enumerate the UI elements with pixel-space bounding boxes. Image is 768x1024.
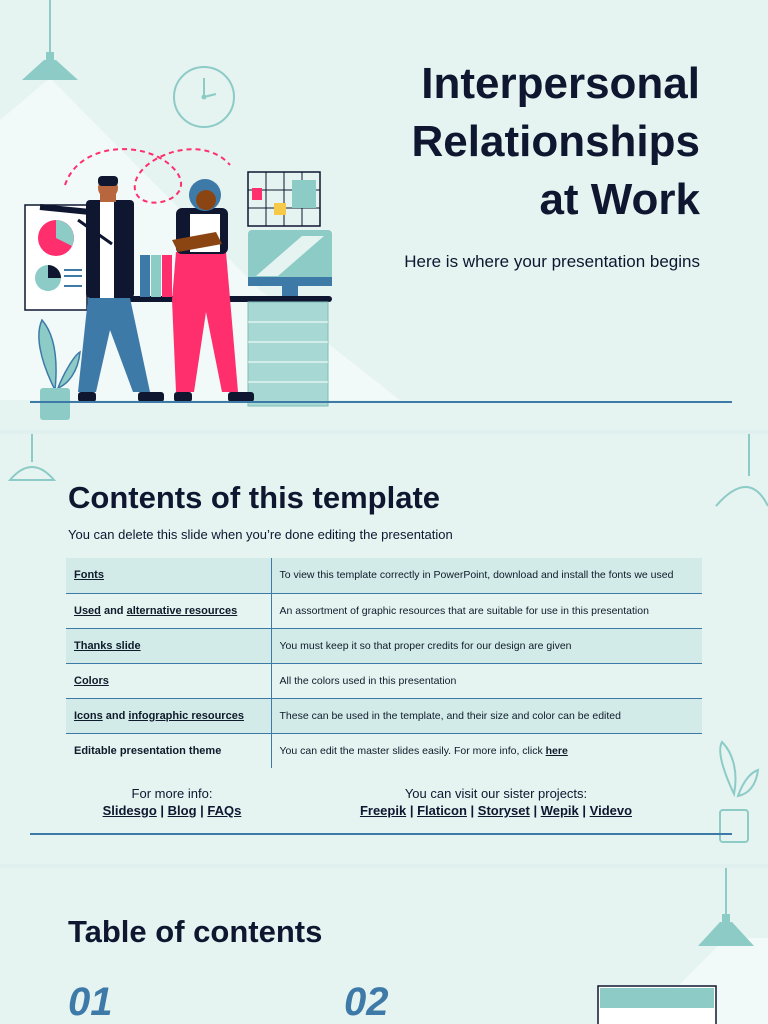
more-info-label: For more info: [131,786,213,801]
table-cell: These can be used in the template, and t… [271,698,702,734]
ceiling-lamp-icon [7,434,57,481]
icons-link[interactable]: Icons [74,709,103,722]
ceiling-lamp-icon [22,0,78,80]
table-row: Fonts To view this template correctly in… [66,558,702,594]
editable-theme-label: Editable presentation theme [74,744,222,757]
table-cell: All the colors used in this presentation [271,663,702,699]
freepik-link[interactable]: Freepik [359,803,407,818]
divider [30,833,732,835]
infographic-resources-link[interactable]: infographic resources [128,709,244,722]
link-separator: | [406,803,418,818]
wall-clock-icon [173,66,235,128]
ceiling-lamp-icon [698,868,754,946]
section-number: 01 [68,980,113,1024]
table-cell: An assortment of graphic resources that … [271,593,702,629]
table-row: Colors All the colors used in this prese… [66,663,702,699]
wepik-link[interactable]: Wepik [540,803,579,818]
table-row: Editable presentation theme You can edit… [66,733,702,768]
page-subtitle: Here is where your presentation begins [404,252,700,271]
contents-slide-decor [7,434,768,843]
thanks-slide-link[interactable]: Thanks slide [74,639,141,652]
link-separator: | [578,803,590,818]
section-number: 02 [344,980,389,1024]
drawer-cabinet-icon [247,301,329,407]
link-separator: | [196,803,208,818]
table-cell: You can edit the master slides easily. F… [279,744,546,757]
plant-icon [719,740,760,843]
table-row: Icons and infographic resources These ca… [66,698,702,734]
alternative-resources-link[interactable]: alternative resources [126,604,238,617]
fonts-link[interactable]: Fonts [74,569,104,582]
man-figure [39,176,164,402]
table-cell: You must keep it so that proper credits … [271,628,702,664]
section-subtitle: You can delete this slide when you’re do… [68,527,453,542]
section-title: Contents of this template [68,480,441,515]
woman-figure [172,179,254,402]
framed-picture-icon [597,985,717,1024]
table-cell: To view this template correctly in Power… [271,558,702,594]
toc-slide-decor [597,868,768,1024]
storyset-link[interactable]: Storyset [477,803,530,818]
slidesgo-link[interactable]: Slidesgo [102,803,157,818]
plant-icon [38,318,81,420]
here-link[interactable]: here [545,744,568,757]
ceiling-lamp-icon [715,434,768,507]
table-of-contents-slide[interactable]: Table of contents 01 02 [0,868,768,1024]
title-slide[interactable]: Interpersonal Relationships at Work Here… [0,0,768,430]
link-separator: | [156,803,168,818]
sister-projects-block: You can visit our sister projects: Freep… [346,786,646,818]
title-slide-illustration [0,0,400,420]
table-row: Used and alternative resources An assort… [66,593,702,629]
contents-table: Fonts To view this template correctly in… [66,558,702,768]
faqs-link[interactable]: FAQs [207,803,242,818]
table-row: Thanks slide You must keep it so that pr… [66,628,702,664]
contents-slide[interactable]: Contents of this template You can delete… [0,434,768,864]
more-info-block: For more info: Slidesgo | Blog | FAQs [92,786,252,818]
videvo-link[interactable]: Videvo [589,803,633,818]
link-separator: | [466,803,478,818]
link-separator: | [529,803,541,818]
sister-projects-label: You can visit our sister projects: [404,786,588,801]
row-join-text: and [100,604,127,617]
section-title: Table of contents [68,914,323,949]
colors-link[interactable]: Colors [74,674,109,687]
flaticon-link[interactable]: Flaticon [417,803,467,818]
row-join-text: and [102,709,129,722]
divider [30,401,732,403]
wall-grid-board-icon [247,171,321,227]
blog-link[interactable]: Blog [167,803,197,818]
page-title: Interpersonal Relationships at Work [411,59,701,224]
monitor-icon [248,230,332,296]
used-resources-link[interactable]: Used [74,604,101,617]
